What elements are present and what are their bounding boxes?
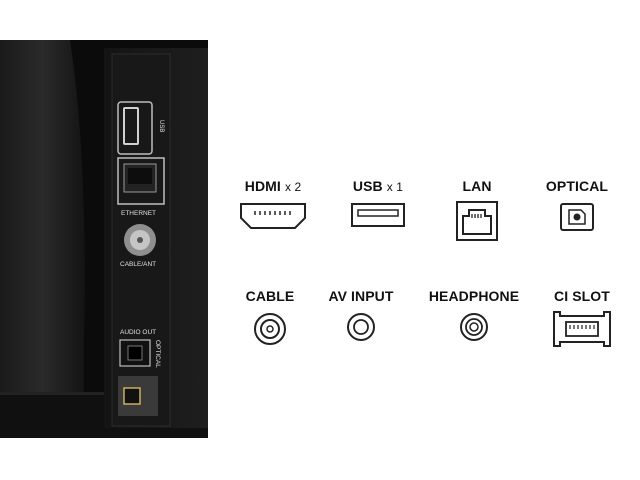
tv-back-panel-photo: USB ETHERNET CABLE/ANT AUDIO OUT OPTICAL [0,40,208,438]
port-av-input: AV INPUT [311,288,411,342]
panel-label-audio-out: AUDIO OUT [120,329,156,336]
port-optical: OPTICAL [527,178,627,232]
port-headphone: HEADPHONE [424,288,524,342]
port-label-usb: USB x 1 [352,178,404,194]
port-icons-grid: HDMI x 2 USB x 1 [220,160,630,360]
port-usb: USB x 1 [328,178,428,228]
hdmi-icon [223,202,323,230]
lan-icon [427,200,527,242]
ci-slot-icon [532,310,632,348]
port-label-av-input: AV INPUT [328,288,394,304]
coax-icon [220,312,320,346]
av-input-icon [311,312,411,342]
port-label-lan: LAN [462,178,492,194]
optical-icon [527,202,627,232]
panel-label-ethernet: ETHERNET [121,210,156,217]
port-label-optical: OPTICAL [545,178,609,194]
port-hdmi: HDMI x 2 [223,178,323,230]
port-label-ci-slot: CI SLOT [554,288,610,304]
usb-icon [328,202,428,228]
panel-label-cable-ant: CABLE/ANT [120,261,156,268]
port-ci-slot: CI SLOT [532,288,632,348]
headphone-jack-icon [424,312,524,342]
port-cable: CABLE [220,288,320,346]
port-label-hdmi: HDMI x 2 [244,178,302,194]
panel-label-optical: OPTICAL [154,340,161,368]
panel-label-usb: USB [158,120,164,132]
port-label-cable: CABLE [245,288,295,304]
port-label-headphone: HEADPHONE [428,288,520,304]
port-lan: LAN [427,178,527,242]
